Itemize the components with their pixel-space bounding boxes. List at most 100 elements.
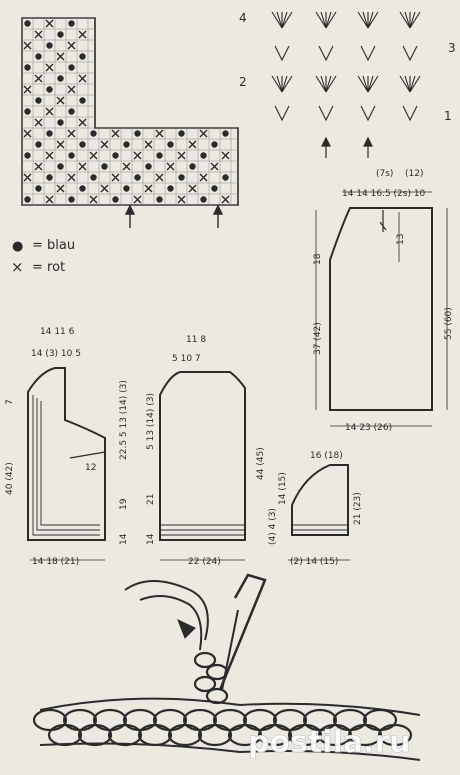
cluster-stitch — [271, 11, 283, 29]
blue-dot — [46, 86, 53, 93]
cross-stroke — [45, 195, 54, 204]
blue-dot — [123, 141, 130, 148]
cross-stroke — [221, 151, 230, 160]
red-cross — [78, 118, 87, 127]
red-cross — [144, 140, 153, 149]
cluster-stitch — [357, 11, 369, 29]
cross-stroke — [23, 85, 32, 94]
cross-stroke — [34, 162, 43, 171]
sleeve-side-left: 14 (15) — [278, 472, 288, 505]
blue-dot — [222, 174, 229, 181]
cross-stroke — [56, 140, 65, 149]
blue-dot — [222, 130, 229, 137]
back-small-top-1: 11 8 — [186, 335, 206, 345]
cluster-stitch — [404, 11, 411, 29]
hook-loop — [205, 663, 229, 681]
red-cross — [45, 19, 54, 28]
cross-stroke — [155, 129, 164, 138]
cluster-stitch — [320, 11, 327, 29]
cross-stroke — [122, 162, 131, 171]
red-cross — [34, 118, 43, 127]
blue-dot — [90, 174, 97, 181]
red-cross — [188, 140, 197, 149]
legend: ● = blau × = rot — [11, 238, 75, 276]
blue-dot — [112, 152, 119, 159]
red-cross — [78, 30, 87, 39]
blue-dot — [79, 97, 86, 104]
cross-stroke — [67, 85, 76, 94]
cross-stroke — [89, 195, 98, 204]
red-cross — [78, 74, 87, 83]
blue-dot — [68, 108, 75, 115]
cluster-stitch — [325, 11, 332, 29]
front-lower: 19 — [119, 498, 129, 510]
cross-stroke — [100, 140, 109, 149]
back-top-height: 18 — [313, 253, 323, 265]
red-cross — [100, 184, 109, 193]
blue-dot — [156, 196, 163, 203]
front-top-row-2: 14 (3) 10 5 — [31, 349, 81, 359]
blue-dot — [134, 174, 141, 181]
red-cross — [23, 85, 32, 94]
red-cross — [89, 151, 98, 160]
red-cross — [155, 129, 164, 138]
yarn-loop — [107, 723, 143, 747]
blue-dot — [79, 53, 86, 60]
yarn-loop — [92, 708, 128, 732]
red-cross — [199, 173, 208, 182]
cross-stroke — [45, 63, 54, 72]
red-cross — [23, 173, 32, 182]
yarn-loop — [137, 723, 173, 747]
cluster-stitch — [320, 75, 327, 93]
cross-stroke — [210, 162, 219, 171]
blue-dot — [189, 163, 196, 170]
blue-dot — [35, 97, 42, 104]
front-side-total: 40 (42) — [5, 462, 15, 495]
red-cross — [67, 173, 76, 182]
blue-dot — [101, 163, 108, 170]
stitch-row-4-label: 4 — [239, 11, 247, 25]
yarn-loop — [122, 708, 158, 732]
back-top-widths-1: (7s) — [376, 169, 393, 179]
blue-dot — [145, 163, 152, 170]
red-cross — [188, 184, 197, 193]
red-cross — [67, 85, 76, 94]
red-cross — [45, 195, 54, 204]
red-cross — [34, 162, 43, 171]
red-cross — [56, 184, 65, 193]
blue-dot — [200, 152, 207, 159]
yarn-loop — [167, 723, 203, 747]
blue-dot — [35, 53, 42, 60]
blue-dot — [57, 31, 64, 38]
v-stitch — [274, 45, 290, 62]
stitch-chart: 4 3 2 1 — [239, 11, 456, 158]
red-cross — [56, 96, 65, 105]
front-rib: 14 — [119, 533, 129, 545]
cluster-stitch — [325, 75, 332, 93]
front-top-row-1: 14 11 6 — [40, 327, 75, 337]
v-stitch — [274, 105, 290, 122]
cluster-stitch — [325, 11, 337, 29]
red-cross — [67, 129, 76, 138]
back-piece: (7s) (12) 14 14 16.5 (2s) 10 18 37 (42) … — [313, 169, 454, 433]
back-small-bottom: 22 (24) — [188, 557, 221, 567]
blue-dot — [134, 130, 141, 137]
yarn-loop — [47, 723, 83, 747]
cross-stroke — [45, 151, 54, 160]
blue-dot — [200, 196, 207, 203]
cross-stroke — [166, 162, 175, 171]
blue-dot — [68, 20, 75, 27]
red-cross — [122, 162, 131, 171]
red-cross — [67, 41, 76, 50]
cross-stroke — [45, 107, 54, 116]
back-small-piece: 11 8 5 10 7 44 (45) 5 13 (14) (3) 21 14 … — [146, 335, 266, 567]
red-cross — [166, 162, 175, 171]
v-stitch — [402, 105, 418, 122]
cluster-stitch — [315, 11, 327, 29]
yarn-loop — [32, 708, 68, 732]
cross-stroke — [34, 118, 43, 127]
red-cross — [56, 52, 65, 61]
cross-stroke — [45, 19, 54, 28]
cluster-stitch — [362, 11, 369, 29]
